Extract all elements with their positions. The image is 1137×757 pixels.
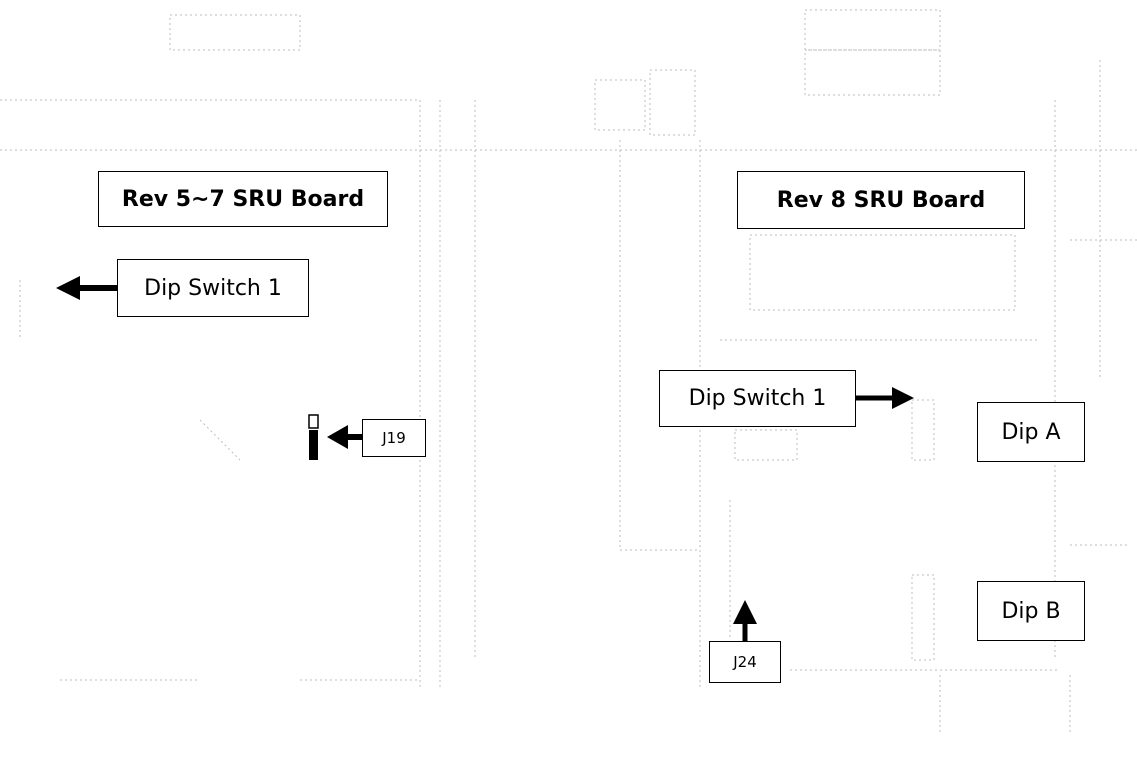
- left-board-dip-switch-label: Dip Switch 1: [117, 259, 309, 317]
- right-board-title: Rev 8 SRU Board: [737, 171, 1025, 229]
- dip-b-label: Dip B: [977, 581, 1085, 641]
- faint-board-traces: [0, 10, 1137, 735]
- j24-arrow: [733, 600, 757, 641]
- j19-label: J19: [362, 419, 426, 457]
- right-board-dip-switch-label: Dip Switch 1: [659, 370, 856, 427]
- dip-a-label: Dip A: [977, 402, 1085, 462]
- j19-jumper-component: [309, 415, 318, 460]
- j24-label: J24: [709, 641, 781, 683]
- left-board-title: Rev 5~7 SRU Board: [98, 171, 388, 227]
- j19-arrow: [327, 425, 362, 449]
- dip-switch-arrow-right-board: [856, 387, 914, 409]
- dip-switch-arrow-left-board: [56, 276, 117, 300]
